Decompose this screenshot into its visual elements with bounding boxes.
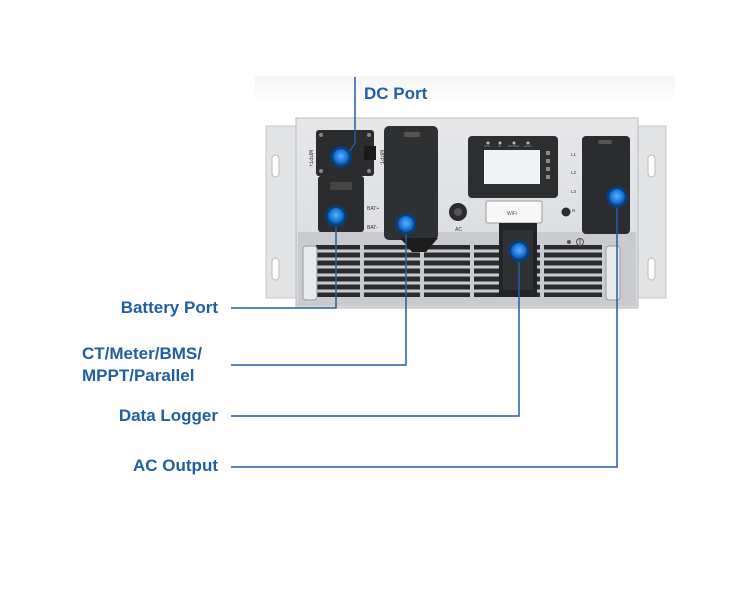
battery-port-leader [231,217,337,309]
mppt-minus-label: MPPT- [378,150,384,166]
mppt-plus-label: MPPT+ [307,150,313,167]
left-handle [302,245,318,301]
led-run-label: RUN [484,144,490,148]
ct-meter-label-line2: MPPT/Parallel [82,366,195,385]
communication-box [384,126,438,240]
data-logger-leader [231,251,520,417]
port-markers [325,146,628,262]
right-handle [605,245,621,301]
n-label: N [572,208,575,213]
bat-minus-label: BAT- [367,225,378,231]
bat-plus-label: BAT+ [367,206,379,212]
ac-output-connector [582,136,630,234]
ac-output-label: AC Output [133,456,218,475]
ct-leader [231,224,407,366]
ac-label: AC [455,227,462,233]
top-shade [255,76,675,102]
data-logger-label: Data Logger [118,406,218,425]
battery-port-label: Battery Port [120,298,218,317]
ac-output-leader [231,197,618,468]
l3-label: L3 [571,189,577,194]
led-fault-label: FAULT [524,144,532,148]
led-pv-label: PV [498,144,502,148]
led-battery-label: BATTERY [508,144,520,148]
l1-label: L1 [571,152,577,157]
wifi-label: WiFi [507,211,517,217]
ct-meter-label-line1: CT/Meter/BMS/ [82,344,202,363]
l2-label: L2 [571,170,577,175]
left-rack-ear [265,125,299,299]
dc-port-label: DC Port [364,84,428,103]
small-port [561,207,571,217]
vent-grille [316,245,602,297]
lcd-screen [484,150,540,184]
